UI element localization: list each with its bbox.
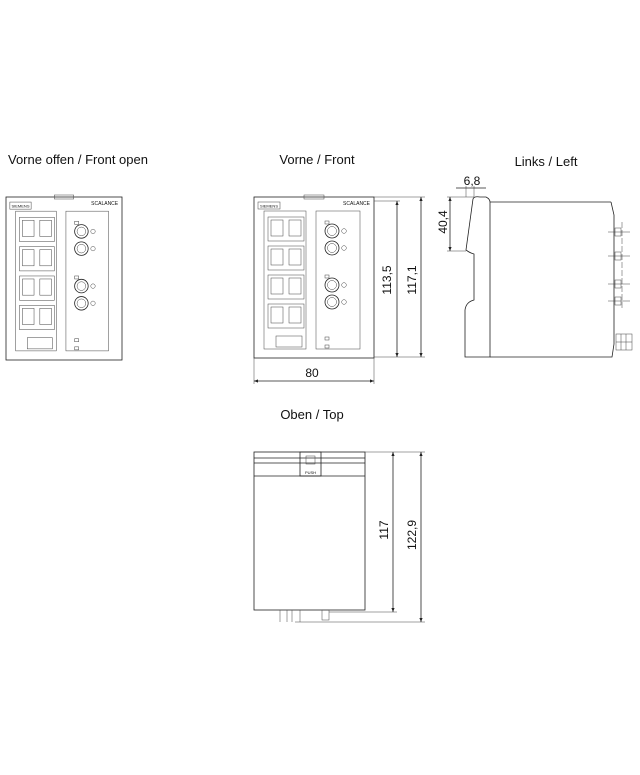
brand-label: SIEMENS	[260, 204, 278, 209]
led-indicator	[74, 275, 79, 280]
rj45-port-pair	[19, 305, 55, 330]
title-top: Oben / Top	[280, 407, 343, 422]
title-front-open: Vorne offen / Front open	[8, 152, 148, 167]
brand-badge	[257, 201, 281, 210]
rj45-port	[22, 249, 35, 267]
fiber-panel	[315, 210, 361, 350]
rj45-port-pair	[19, 216, 55, 242]
rj45-port	[288, 248, 302, 266]
led-indicator	[341, 245, 347, 251]
rj45-port	[22, 219, 35, 237]
top-clip	[54, 194, 74, 200]
fiber-port	[324, 240, 340, 256]
top-view: PUSH 117 122,9	[253, 451, 425, 623]
fiber-port	[74, 296, 89, 311]
rj45-port-pair	[19, 275, 55, 301]
device-housing	[5, 196, 123, 361]
dim-117: 117	[377, 520, 391, 539]
rj45-port	[270, 306, 284, 324]
rj45-port	[39, 249, 52, 267]
rj45-port	[270, 219, 284, 237]
rj45-port	[22, 278, 35, 296]
fiber-panel	[65, 210, 109, 352]
rj45-port-pair	[267, 245, 305, 271]
rj45-port	[288, 306, 302, 324]
led-indicator	[324, 274, 330, 279]
led-indicator	[90, 300, 96, 306]
top-clip	[303, 194, 325, 200]
led-indicator	[341, 228, 347, 234]
device-housing	[253, 196, 375, 359]
brand-label: SIEMENS	[11, 204, 29, 209]
rj45-port	[39, 308, 52, 325]
fiber-port	[324, 277, 340, 293]
led-indicator	[74, 346, 79, 351]
fiber-port-core	[76, 281, 87, 291]
rj45-port	[288, 277, 302, 295]
port-panel	[263, 210, 307, 350]
fiber-port-core	[327, 280, 337, 290]
led-indicator	[324, 336, 330, 341]
fiber-port-core	[76, 244, 87, 254]
dim-117-1: 117,1	[405, 265, 419, 294]
fiber-port	[74, 224, 89, 239]
dim-122-9: 122,9	[405, 520, 419, 550]
port-panel	[15, 210, 57, 352]
rj45-port	[288, 219, 302, 237]
fiber-port-core	[327, 226, 337, 236]
led-indicator	[324, 344, 330, 349]
rj45-port	[22, 308, 35, 325]
fiber-port-core	[76, 298, 87, 308]
led-indicator	[324, 220, 330, 225]
led-indicator	[341, 299, 347, 305]
led-indicator	[90, 283, 96, 289]
rj45-port-pair	[267, 216, 305, 242]
fiber-port	[324, 294, 340, 310]
dim-113-5: 113,5	[380, 265, 394, 294]
brand-badge	[9, 201, 32, 210]
fiber-port-core	[327, 243, 337, 253]
rj45-port	[270, 277, 284, 295]
led-indicator	[74, 221, 79, 225]
led-indicator	[90, 228, 96, 234]
fiber-port	[324, 223, 340, 239]
rj45-port	[270, 248, 284, 266]
title-front: Vorne / Front	[279, 152, 355, 167]
led-indicator	[90, 246, 96, 252]
dim-6-8: 6,8	[464, 174, 481, 188]
fiber-port-core	[76, 226, 87, 237]
front-open-view: SIEMENS SCALANCE	[5, 194, 123, 361]
rj45-port	[39, 219, 52, 237]
front-dimensions: 113,5 117,1 80	[253, 196, 425, 384]
fiber-port	[74, 241, 89, 256]
rj45-port-pair	[267, 303, 305, 329]
product-label: SCALANCE	[343, 201, 371, 207]
rj45-port	[39, 278, 52, 296]
rj45-port-pair	[19, 246, 55, 272]
terminal-block	[27, 337, 53, 350]
product-label: SCALANCE	[91, 201, 119, 207]
fiber-port-core	[327, 297, 337, 307]
left-view: 6,8 40,4	[436, 174, 633, 358]
led-indicator	[341, 282, 347, 288]
title-left: Links / Left	[515, 154, 578, 169]
front-view: SIEMENS SCALANCE	[253, 194, 375, 359]
dim-80: 80	[305, 366, 319, 380]
led-indicator	[74, 338, 79, 342]
fiber-port	[74, 278, 89, 294]
terminal-block	[275, 335, 303, 348]
dim-40-4: 40,4	[436, 210, 450, 234]
rj45-port-pair	[267, 274, 305, 300]
push-label: PUSH	[305, 470, 316, 475]
